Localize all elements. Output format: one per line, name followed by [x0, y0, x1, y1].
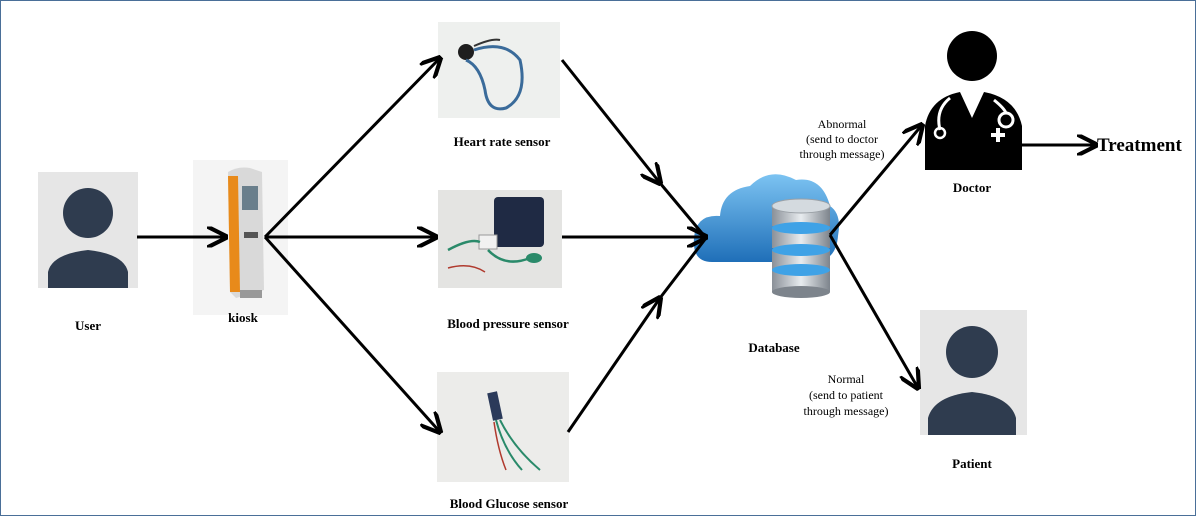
doctor-icon	[925, 31, 1022, 170]
database-label: Database	[748, 340, 800, 355]
doctor-label: Doctor	[953, 180, 991, 195]
blood-glucose-sensor-label: Blood Glucose sensor	[450, 496, 569, 511]
arrow-db-to-patient	[828, 234, 918, 388]
patient-avatar-icon	[920, 310, 1027, 435]
blood-pressure-sensor-label: Blood pressure sensor	[447, 316, 569, 331]
arrow-kiosk-to-heart	[263, 58, 440, 239]
kiosk-icon	[193, 160, 288, 315]
arrow-heart-to-db	[560, 59, 660, 183]
database-icon	[693, 174, 839, 298]
user-avatar-icon	[38, 172, 138, 288]
blood-pressure-sensor-image	[438, 190, 562, 288]
arrow-db-to-doctor	[828, 125, 922, 236]
abnormal-edge-label: Abnormal (send to doctor through message…	[800, 117, 885, 161]
heart-rate-sensor-label: Heart rate sensor	[454, 134, 551, 149]
arrow-glucose-to-db-tail	[658, 237, 708, 299]
svg-text:Abnormal: Abnormal	[818, 117, 867, 131]
kiosk-label: kiosk	[228, 310, 258, 325]
arrow-kiosk-to-glucose	[263, 235, 440, 432]
svg-text:Normal: Normal	[828, 372, 865, 386]
svg-text:(send to doctor: (send to doctor	[806, 132, 878, 146]
heart-rate-sensor-image	[438, 22, 560, 118]
svg-text:through message): through message)	[800, 147, 885, 161]
treatment-label: Treatment	[1097, 135, 1182, 156]
svg-text:(send to patient: (send to patient	[809, 388, 884, 402]
arrow-heart-to-db-tail	[658, 182, 708, 239]
arrows	[137, 58, 1096, 432]
user-label: User	[75, 318, 101, 333]
svg-text:through message): through message)	[804, 404, 889, 418]
arrow-glucose-to-db	[566, 298, 660, 433]
patient-label: Patient	[952, 456, 992, 471]
normal-edge-label: Normal (send to patient through message)	[804, 372, 889, 418]
blood-glucose-sensor-image	[437, 372, 569, 482]
